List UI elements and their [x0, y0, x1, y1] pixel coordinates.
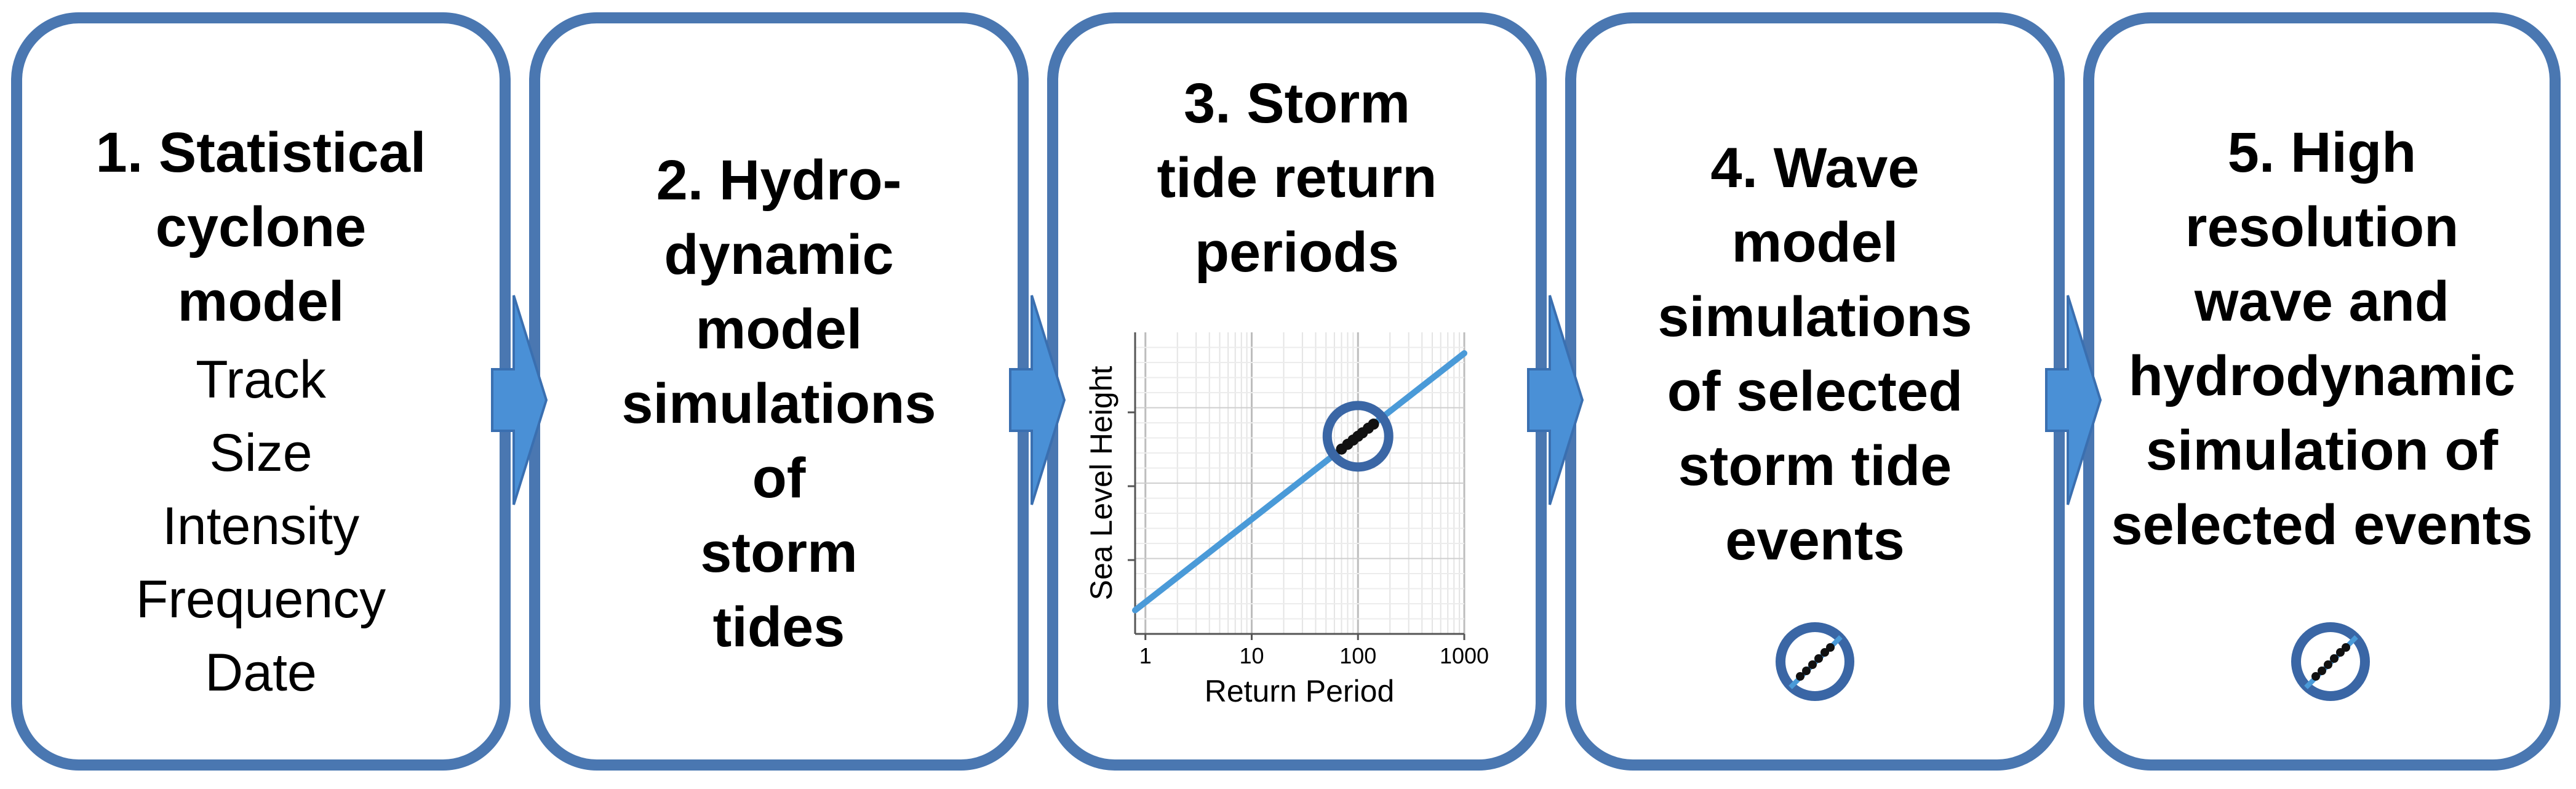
step-1-item: Track: [196, 350, 326, 409]
step-1-item: Frequency: [135, 570, 386, 629]
x-tick-label: 100: [1339, 643, 1376, 668]
step-3-title-line: periods: [1194, 221, 1400, 284]
step-2-title-line: simulations: [621, 372, 936, 435]
y-axis-label: Sea Level Height: [1084, 366, 1119, 600]
step-5-title-line: hydrodynamic: [2128, 345, 2516, 407]
step-2-title-line: dynamic: [664, 223, 894, 286]
series-line: [1132, 350, 1467, 614]
x-tick-label: 10: [1239, 643, 1264, 668]
step-2-box: 2. Hydro- dynamic model simulations of s…: [529, 12, 1029, 771]
step-4-title-line: of selected: [1667, 360, 1963, 423]
step-1-title-line: model: [177, 270, 345, 333]
chart-grid: [1135, 332, 1465, 634]
step-1-box: 1. Statistical cyclone model Track Size …: [11, 12, 511, 771]
storm-tide-circle-icon: [1776, 622, 1854, 701]
step-4-title-line: events: [1725, 509, 1905, 572]
y-axis-ticks: [1128, 411, 1135, 561]
step-3-title-line: tide return: [1157, 146, 1437, 209]
step-5-title: 5. High resolution wave and hydrodynamic…: [2094, 116, 2550, 563]
step-2-title-line: model: [695, 298, 863, 361]
step-2-title-line: 2. Hydro-: [656, 149, 902, 212]
step-5-title-line: wave and: [2194, 270, 2450, 333]
step-4-title: 4. Wave model simulations of selected st…: [1576, 131, 2054, 578]
x-tick-label: 1000: [1440, 643, 1489, 668]
arrow-right-icon: [491, 295, 548, 505]
step-1-item: Date: [205, 643, 317, 702]
step-2-title-line: of: [752, 447, 806, 510]
step-5-title-line: simulation of: [2145, 419, 2498, 482]
step-1-item: Size: [209, 423, 313, 483]
data-point: [1368, 419, 1379, 430]
step-5-title-line: 5. High: [2227, 121, 2417, 184]
step-1-items: Track Size Intensity Frequency Date: [22, 343, 500, 710]
x-tick-label: 1: [1139, 643, 1152, 668]
step-2-title: 2. Hydro- dynamic model simulations of s…: [540, 143, 1018, 665]
step-4-title-line: simulations: [1657, 286, 1972, 348]
step-1-title-line: 1. Statistical: [95, 121, 426, 184]
return-period-chart: 1 10 100 1000 Return Period Sea Level Heigh…: [1084, 332, 1489, 708]
step-4-title-line: model: [1731, 211, 1899, 274]
arrow-right-icon: [1009, 295, 1066, 505]
step-1-title-line: cyclone: [155, 196, 367, 258]
step-3-title: 3. Storm tide return periods: [1058, 66, 1536, 290]
arrow-right-icon: [1527, 295, 1584, 505]
step-2-title-line: storm: [700, 521, 858, 584]
step-4-title-line: storm tide: [1678, 435, 1952, 497]
x-axis-ticks: 1 10 100 1000: [1139, 634, 1489, 668]
highlight-points: [1336, 419, 1379, 455]
storm-tide-circle-icon: [2291, 622, 2370, 701]
step-5-title-line: selected events: [2111, 494, 2533, 556]
step-4-title-line: 4. Wave: [1710, 137, 1920, 199]
step-3-title-line: 3. Storm: [1183, 72, 1411, 135]
step-5-title-line: resolution: [2185, 196, 2459, 258]
highlight-circle-icon: [1322, 401, 1394, 472]
arrow-right-icon: [2045, 295, 2102, 505]
step-1-item: Intensity: [162, 497, 360, 556]
x-axis-label: Return Period: [1205, 674, 1395, 708]
step-1-title: 1. Statistical cyclone model: [22, 116, 500, 339]
step-2-title-line: tides: [712, 596, 845, 659]
